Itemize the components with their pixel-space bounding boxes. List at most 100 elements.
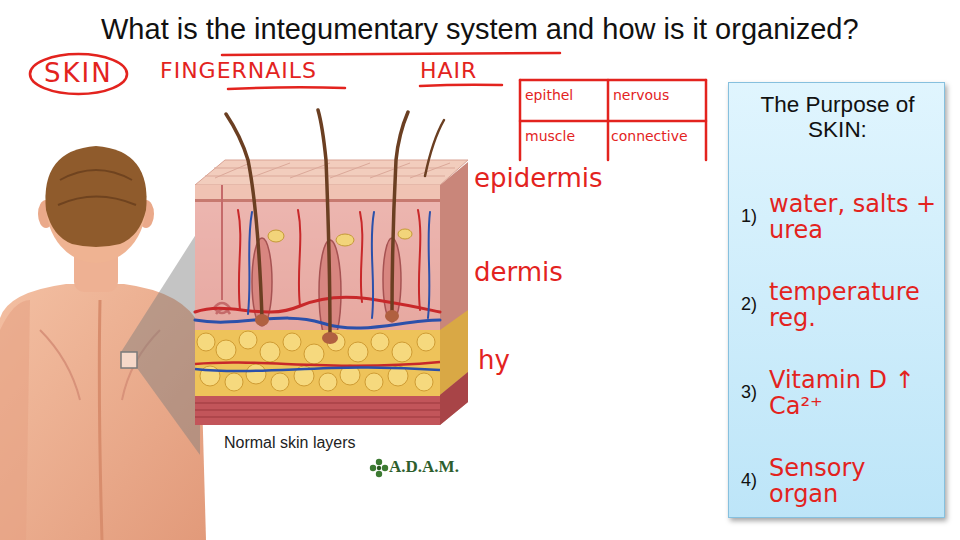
blood-vessels	[298, 210, 300, 306]
hair-bulbs	[322, 332, 338, 344]
deep-vein	[195, 367, 440, 371]
hair-shafts	[425, 120, 444, 176]
logo-mark	[370, 459, 388, 477]
title-underline	[222, 53, 560, 55]
oil-gland	[398, 229, 412, 239]
table-line	[520, 79, 706, 82]
blood-vessels	[195, 318, 440, 328]
hair-shafts	[318, 110, 330, 336]
basal-line	[195, 199, 440, 202]
dermis-tint	[195, 202, 440, 330]
hair-bulbs	[385, 310, 399, 322]
logo-mark	[377, 466, 381, 470]
fat-cells	[225, 373, 243, 391]
blood-vessels	[238, 210, 240, 310]
fat-cells	[271, 373, 289, 391]
fat-cells	[371, 333, 389, 351]
item-number: 2)	[741, 295, 757, 315]
hair-strand	[60, 170, 132, 180]
fat-cells	[239, 331, 257, 349]
logo-mark	[376, 459, 382, 465]
fat-cells	[417, 333, 435, 351]
arm-shade	[0, 300, 30, 540]
circled-word: SKIN	[28, 52, 129, 96]
skin-block	[195, 110, 468, 425]
table-line	[520, 120, 706, 123]
muscle-fibres	[195, 403, 440, 417]
item-text: water, salts + urea	[769, 191, 941, 244]
dermis-layer	[195, 202, 440, 330]
blood-vessels	[372, 212, 374, 318]
item-text: temperature reg.	[769, 279, 941, 332]
fat-cells	[246, 364, 266, 384]
hair-shafts	[226, 110, 444, 336]
item-text: Sensory organ	[769, 455, 941, 508]
hair-bulbs	[255, 314, 269, 326]
logo-mark	[370, 465, 376, 471]
spine	[99, 300, 102, 540]
page-title: What is the integumentary system and how…	[101, 12, 859, 47]
fat-cells	[304, 344, 324, 364]
hair	[45, 146, 146, 247]
muscle-layer	[195, 396, 440, 425]
zoom-wedge	[121, 228, 200, 455]
side-muscle	[440, 372, 468, 425]
blood-vessels	[418, 210, 420, 310]
fat-cells	[283, 333, 301, 351]
hair-underline	[420, 85, 502, 86]
table-cell: epithel	[525, 87, 573, 103]
hair-shafts	[226, 114, 262, 318]
epidermis-layer	[195, 185, 440, 200]
image-caption: Normal skin layers	[224, 434, 356, 452]
skin-texture	[205, 163, 455, 178]
side-face	[440, 162, 468, 425]
oil-gland	[268, 230, 284, 242]
item-number: 1)	[741, 207, 757, 227]
fat-cells	[392, 342, 412, 362]
panel-heading: The Purpose of SKIN:	[729, 93, 946, 143]
skin-texture	[205, 168, 455, 176]
handwritten-word: FINGERNAILS	[160, 58, 317, 83]
fat-cells	[197, 333, 215, 351]
layer-label: hy	[478, 346, 510, 376]
logo-mark	[382, 465, 388, 471]
head	[46, 147, 146, 263]
handwritten-word: HAIR	[420, 58, 477, 83]
fat-cells	[260, 342, 280, 362]
blood-vessels	[428, 212, 430, 318]
fat-cells	[365, 373, 383, 391]
blood-vessels	[248, 212, 252, 314]
table-cell: muscle	[525, 128, 575, 144]
hair-strand	[58, 197, 136, 206]
circled-word-text: SKIN	[28, 52, 129, 96]
muscle-fibres	[195, 403, 440, 417]
blood-vessels	[195, 210, 440, 328]
sweat-duct	[221, 185, 223, 300]
table-cell: nervous	[613, 87, 669, 103]
fat-cells	[216, 340, 236, 360]
fat-cells	[197, 331, 435, 391]
logo-text: A.D.A.M.	[389, 457, 459, 477]
table-cell: connective	[611, 128, 688, 144]
item-number: 3)	[741, 383, 757, 403]
boy-figure	[0, 146, 206, 540]
logo-mark	[376, 471, 382, 477]
purpose-panel: The Purpose of SKIN: 1) water, salts + ure…	[728, 82, 945, 518]
item-text: Vitamin D ↑ Ca²⁺	[769, 367, 941, 420]
hair-shafts	[392, 112, 408, 314]
layer-label: dermis	[474, 258, 563, 288]
fingernails-underline	[228, 87, 345, 89]
fat-cells	[319, 373, 337, 391]
layer-label: epidermis	[474, 164, 603, 194]
hypodermis-layer	[195, 330, 440, 396]
hair-bulbs	[255, 310, 399, 344]
blood-vessels	[360, 212, 362, 302]
oil-gland	[336, 234, 354, 246]
blood-vessels	[195, 297, 440, 312]
shoulder-blade	[40, 330, 80, 400]
deep-artery	[195, 362, 440, 366]
zoom-square	[121, 352, 137, 368]
fat-cells	[415, 373, 433, 391]
item-number: 4)	[741, 471, 757, 491]
